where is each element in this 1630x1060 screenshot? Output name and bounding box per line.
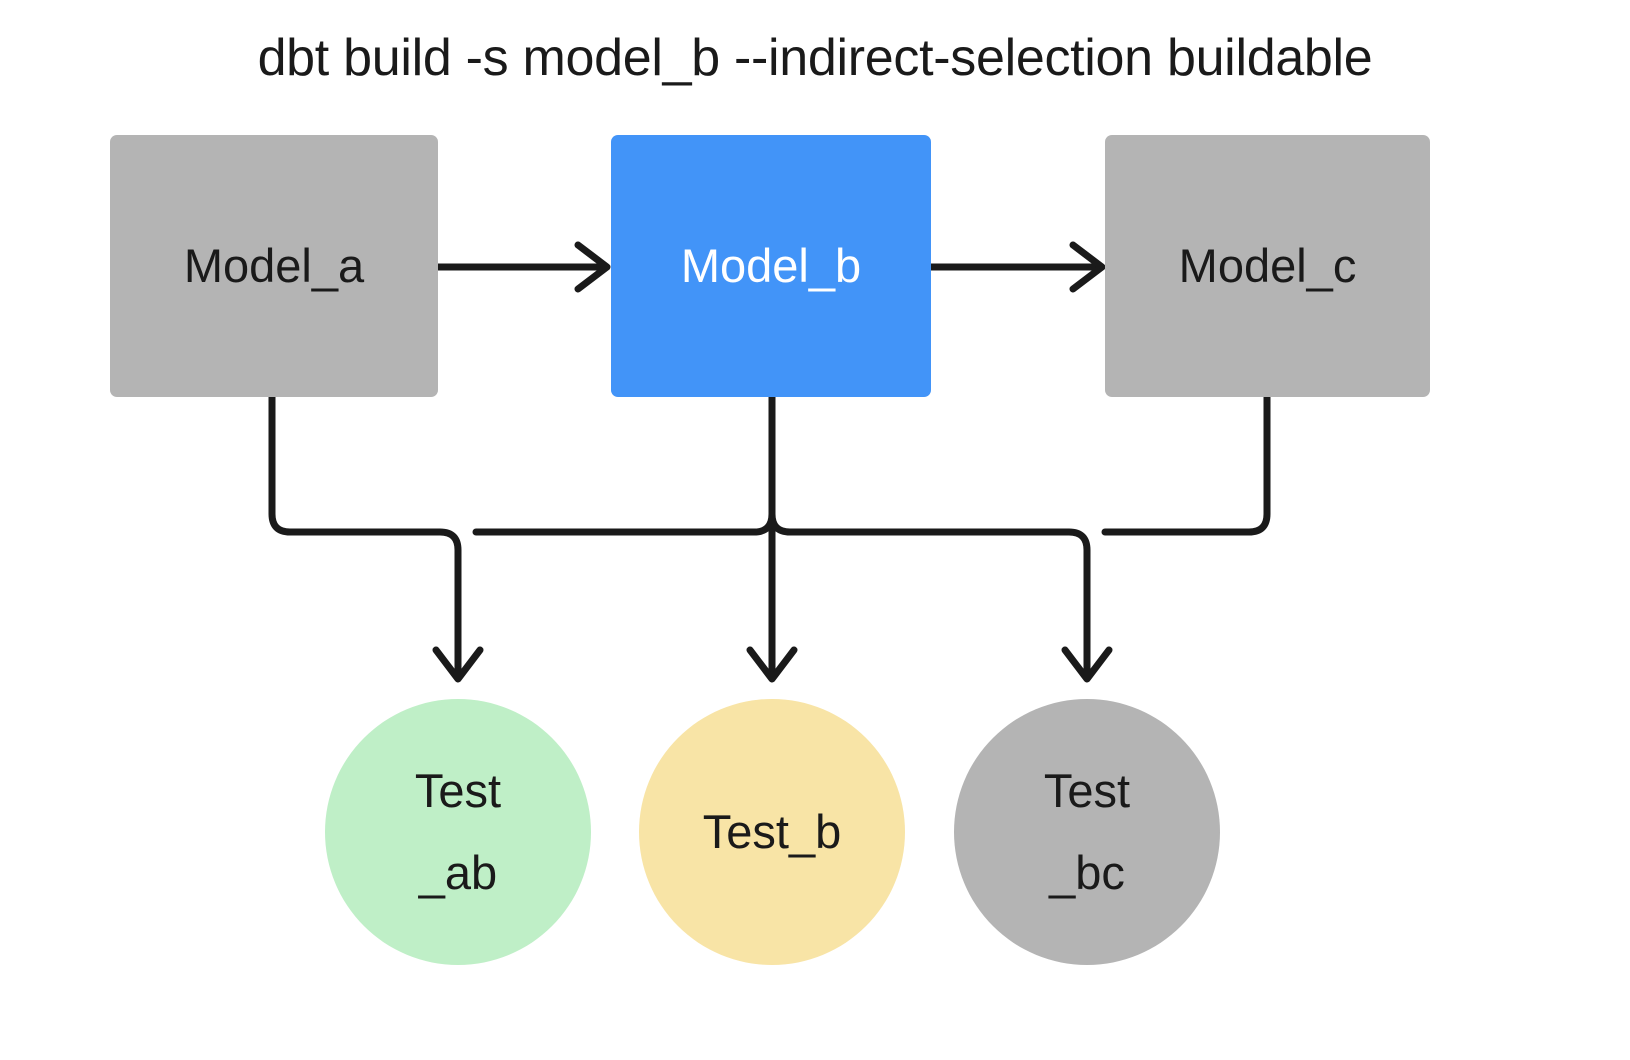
edge-model-c-to-test-bc <box>1101 393 1271 536</box>
node-test-bc[interactable]: Test _bc <box>954 699 1220 965</box>
node-test-bc-label-line2: _bc <box>1049 846 1125 899</box>
edge-model-a-to-model-b <box>434 241 611 293</box>
edge-model-b-to-model-c <box>927 241 1106 293</box>
node-model-a-label: Model_a <box>183 239 365 293</box>
node-model-c-label: Model_c <box>1178 239 1357 293</box>
node-test-bc-label-line1: Test <box>1043 763 1131 817</box>
node-test-b[interactable]: Test_b <box>639 699 905 965</box>
diagram-title: dbt build -s model_b --indirect-selectio… <box>257 29 1373 87</box>
node-test-ab[interactable]: Test _ab <box>325 699 591 965</box>
node-model-b[interactable]: Model_b <box>611 135 931 397</box>
node-test-ab-label-line1: Test <box>414 763 502 817</box>
edge-model-b-to-test-bc <box>768 510 1113 683</box>
node-model-b-label: Model_b <box>680 239 862 293</box>
node-test-b-label-line1: Test_b <box>702 804 842 858</box>
edge-model-a-to-test-ab <box>268 393 484 683</box>
node-model-a[interactable]: Model_a <box>110 135 438 397</box>
edge-model-b-to-test-b <box>746 393 798 683</box>
edge-model-b-to-test-ab <box>472 510 776 536</box>
node-model-c[interactable]: Model_c <box>1105 135 1430 397</box>
node-test-ab-label-line2: _ab <box>418 846 498 899</box>
